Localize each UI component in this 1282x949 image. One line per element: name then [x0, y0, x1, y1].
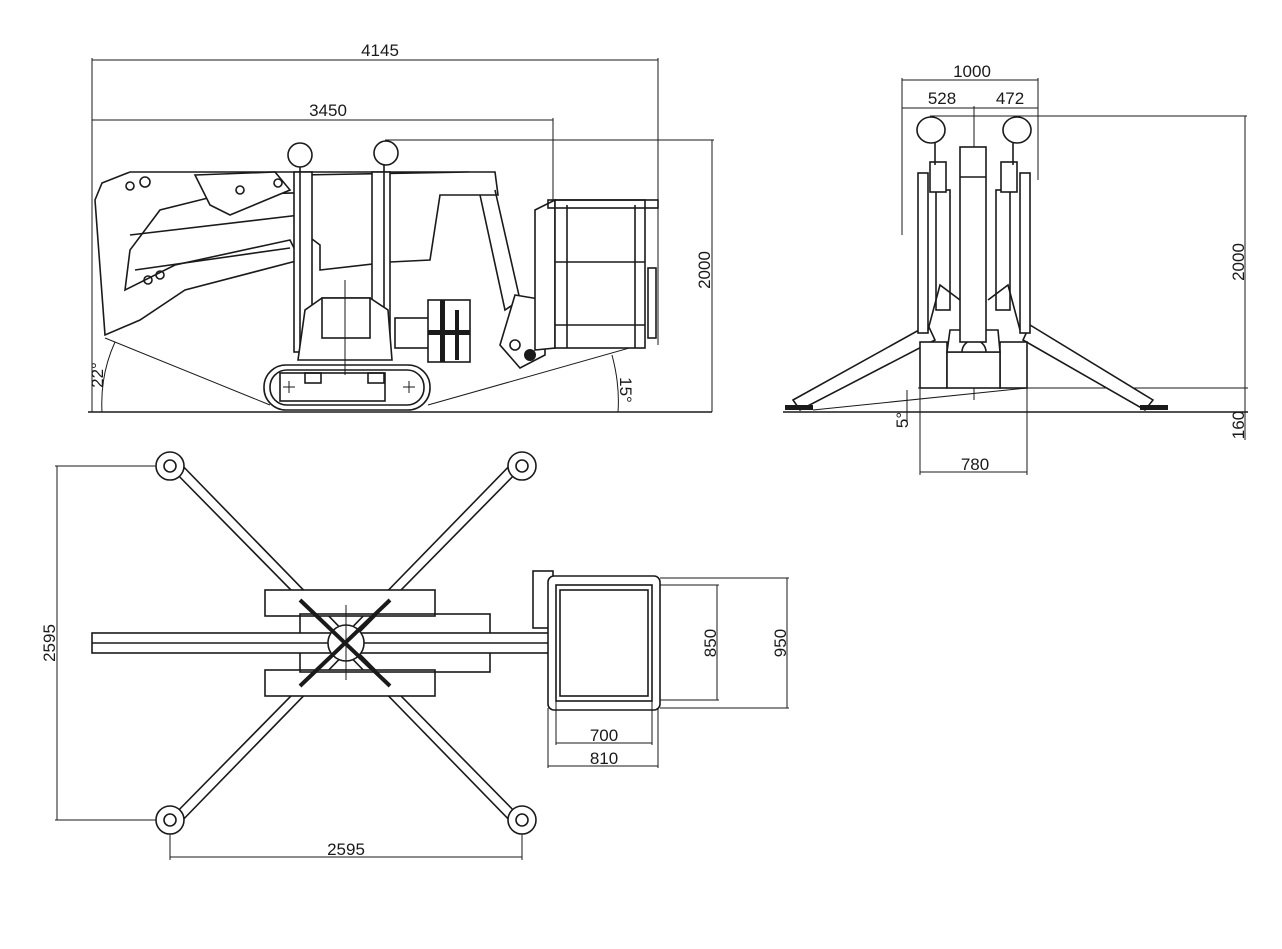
boom-arm — [94, 171, 521, 337]
dimension-label: 472 — [996, 89, 1024, 108]
angle-label: 15° — [616, 377, 635, 403]
track-bottom — [264, 669, 436, 697]
side-view: 4145 3450 2000 22° 15° — [88, 41, 714, 413]
dimension-label: 950 — [771, 629, 790, 657]
basket-top — [532, 570, 661, 711]
dimension-label: 160 — [1229, 411, 1248, 439]
dimension-basket-depth: 850 950 — [660, 577, 790, 709]
outrigger-columns — [287, 140, 399, 375]
dimension-label: 1000 — [953, 62, 991, 81]
dimension-height: 2000 — [385, 139, 714, 412]
rear-angle-arc — [611, 354, 619, 413]
dimension-label: 700 — [590, 726, 618, 745]
front-view: 1000 528 472 2000 160 780 5° — [783, 62, 1248, 475]
angle-label: 5° — [893, 412, 912, 428]
dimension-label: 850 — [701, 629, 720, 657]
engine-unit — [394, 294, 546, 370]
track-top — [264, 589, 436, 617]
dimension-label: 2000 — [695, 251, 714, 289]
dimension-overall-length: 4145 — [91, 41, 659, 412]
mast — [959, 146, 987, 343]
dimension-label: 528 — [928, 89, 956, 108]
dimension-label: 4145 — [361, 41, 399, 60]
rear-angle-line — [427, 344, 641, 406]
crawler-track — [263, 364, 431, 411]
dimension-label: 2595 — [40, 624, 59, 662]
angle-label: 22° — [88, 362, 107, 388]
outrigger-knob — [1002, 116, 1032, 144]
dimension-label: 2595 — [327, 840, 365, 859]
dimension-ground-clearance: 160 — [1229, 388, 1248, 440]
dimension-label: 780 — [961, 455, 989, 474]
outrigger-knob — [373, 140, 399, 166]
dimension-label: 3450 — [309, 101, 347, 120]
outrigger-leg-right — [1021, 323, 1155, 412]
dimension-span-horizontal: 2595 — [169, 820, 523, 860]
dimension-label: 810 — [590, 749, 618, 768]
basket — [534, 198, 659, 351]
outrigger-leg-left — [791, 323, 937, 412]
front-angle-arc — [101, 341, 116, 413]
top-view: 2595 2595 — [40, 451, 790, 860]
dimension-width: 1000 — [901, 62, 1039, 235]
outrigger-knob — [916, 116, 946, 144]
dimension-boom-length: 3450 — [92, 101, 554, 205]
dimension-span-vertical: 2595 — [40, 465, 170, 821]
dimension-height: 2000 — [930, 115, 1248, 388]
outrigger-knob — [287, 142, 313, 168]
dimension-basket-width: 700 810 — [547, 700, 659, 768]
dimension-label: 2000 — [1229, 243, 1248, 281]
front-angle-line — [104, 337, 271, 406]
